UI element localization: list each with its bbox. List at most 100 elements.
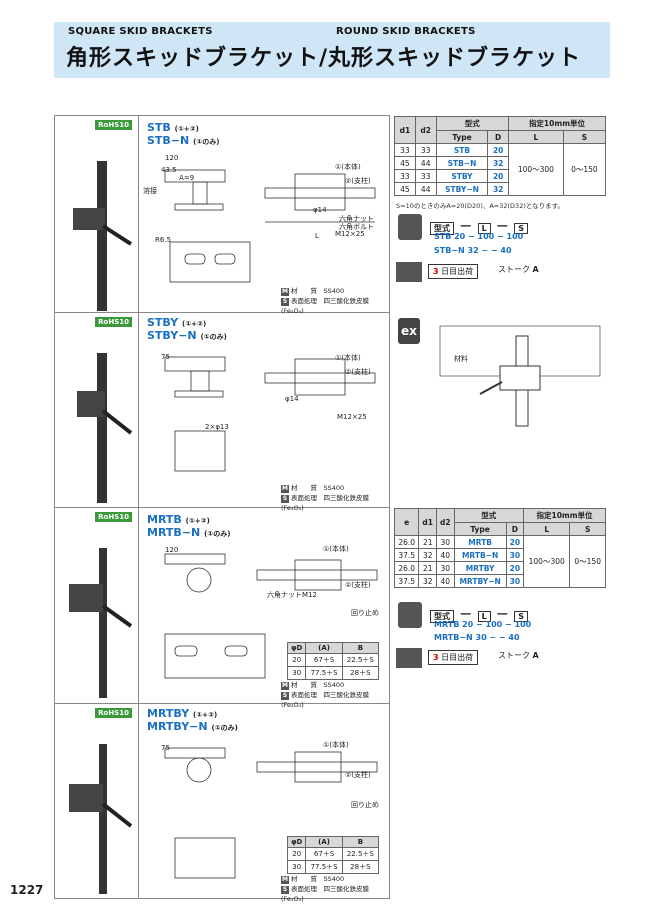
cell: 45 [394, 156, 416, 170]
cell: 40 [435, 548, 455, 562]
cell: 37.5 [393, 574, 420, 588]
ex-badge: ex [398, 318, 420, 344]
ship-days: 3 [433, 267, 439, 276]
model-sub: (①+②) [185, 517, 210, 525]
d-cell: 30 [505, 574, 525, 588]
stop-label: 回り止め [351, 609, 379, 617]
body-label: ①(本体) [335, 163, 361, 171]
order-val: 100 [477, 232, 495, 241]
ptab-h: B [341, 642, 380, 654]
dim-120: 120 [165, 546, 179, 554]
model-title-n: MRTB−N [147, 526, 201, 539]
d-cell: 20 [505, 561, 525, 575]
ptab-h: B [341, 836, 380, 848]
photo-mrtby: RoHS10 [55, 704, 139, 898]
rohs-badge: RoHS10 [95, 708, 132, 718]
shaft-label: ②(支柱) [345, 771, 371, 779]
stroke-grade: A [532, 651, 539, 660]
page-title: 角形スキッドブラケット/丸形スキッドブラケット [66, 46, 582, 71]
model-sub-n: (①のみ) [193, 138, 220, 146]
body-label: ①(本体) [335, 354, 361, 362]
order-val: 40 [508, 633, 520, 642]
model-sub: (①+②) [174, 125, 199, 133]
cell: 45 [394, 182, 416, 196]
s-range: 0〜150 [562, 143, 607, 196]
shaft-label: ②(支柱) [345, 368, 371, 376]
ptab-h: φD [286, 836, 307, 848]
order-row-1: MRTB 20 − 100 − 100 [434, 620, 532, 629]
order-row-1: STB 20 − 100 − 100 [434, 232, 524, 241]
th-sub: Type [453, 522, 507, 536]
th-sub: S [569, 522, 606, 536]
th-unit: 指定10mm単位 [523, 508, 606, 523]
th-sub: D [505, 522, 525, 536]
order-val: MRTB 20 [434, 620, 474, 629]
material-s-key: S [281, 298, 289, 306]
header-en-right: ROUND SKID BRACKETS [336, 26, 476, 37]
cell: 40 [435, 574, 455, 588]
material-s: 表面処理 四三酸化鉄皮膜(Fe₃O₄) [281, 885, 369, 903]
dim-a9: A=9 [179, 174, 195, 182]
order-val: 40 [500, 246, 512, 255]
l-range: 100〜300 [523, 535, 571, 588]
model-title-n: MRTBY−N [147, 720, 208, 733]
stroke-badge: ストーク A [498, 650, 539, 661]
type-cell: STB−N [435, 156, 489, 170]
order-row-2: MRTB−N 30 − − 40 [434, 633, 520, 642]
type-cell: MRTBY−N [453, 574, 507, 588]
order-val: 100 [485, 620, 503, 629]
example-illustration [439, 325, 601, 427]
body-label: ①(本体) [323, 545, 349, 553]
nut-m12-label: 六角ナットM12 [267, 591, 317, 599]
dim-43: 43.5 [161, 166, 177, 174]
dim-phi14: φ14 [285, 395, 299, 403]
order-val: STB 20 [434, 232, 466, 241]
ptab-cell: 22.5＋S [341, 653, 380, 667]
ptab-cell: 30 [286, 860, 307, 874]
dim-2x13: 2×φ13 [205, 423, 229, 431]
drawing-mrtby [164, 747, 378, 879]
th-type: 型式 [435, 116, 509, 131]
material-m-key: M [281, 288, 289, 296]
phone-icon [398, 602, 422, 628]
ptab-cell: 28＋S [341, 666, 380, 680]
ship-days-box: 3 日目出荷 [428, 650, 479, 665]
ptab-h: (A) [305, 642, 343, 654]
material-m: 材 質 SS400 [291, 875, 345, 883]
model-title-n: STBY−N [147, 329, 197, 342]
truck-icon [396, 648, 422, 668]
cell: 32 [418, 574, 437, 588]
order-val: 100 [514, 620, 532, 629]
order-row-2: STB−N 32 − − 40 [434, 246, 512, 255]
d-cell: 30 [505, 548, 525, 562]
section-stby: RoHS10 STBY (①+②) STBY−N (①のみ) 75 ①(本体) … [55, 313, 389, 512]
cell: 33 [394, 169, 416, 183]
th-type: 型式 [453, 508, 525, 523]
s-range: 0〜150 [569, 535, 606, 588]
photo-stby: RoHS10 [55, 313, 139, 507]
title-block: STBY (①+②) STBY−N (①のみ) [147, 317, 227, 343]
material-s: 表面処理 四三酸化鉄皮膜(Fe₃O₄) [281, 691, 369, 709]
rohs-badge: RoHS10 [95, 317, 132, 327]
type-cell: MRTB [453, 535, 507, 549]
cell: 33 [414, 169, 437, 183]
model-sub: (①+②) [193, 711, 218, 719]
rohs-badge: RoHS10 [95, 512, 132, 522]
th-e: e [393, 508, 420, 536]
header-en-left: SQUARE SKID BRACKETS [68, 26, 213, 37]
model-title: STBY [147, 316, 179, 329]
cell: 26.0 [393, 561, 420, 575]
cell: 30 [435, 535, 455, 549]
d-cell: 20 [505, 535, 525, 549]
model-title: MRTB [147, 513, 182, 526]
page-number: 1227 [10, 883, 44, 897]
type-cell: MRTB−N [453, 548, 507, 562]
d-cell: 32 [487, 182, 509, 196]
th-sub: L [507, 130, 564, 144]
nut-label: 六角ナット [339, 215, 374, 223]
photo-stb: RoHS10 [55, 116, 139, 312]
th-d2: d2 [435, 508, 455, 536]
